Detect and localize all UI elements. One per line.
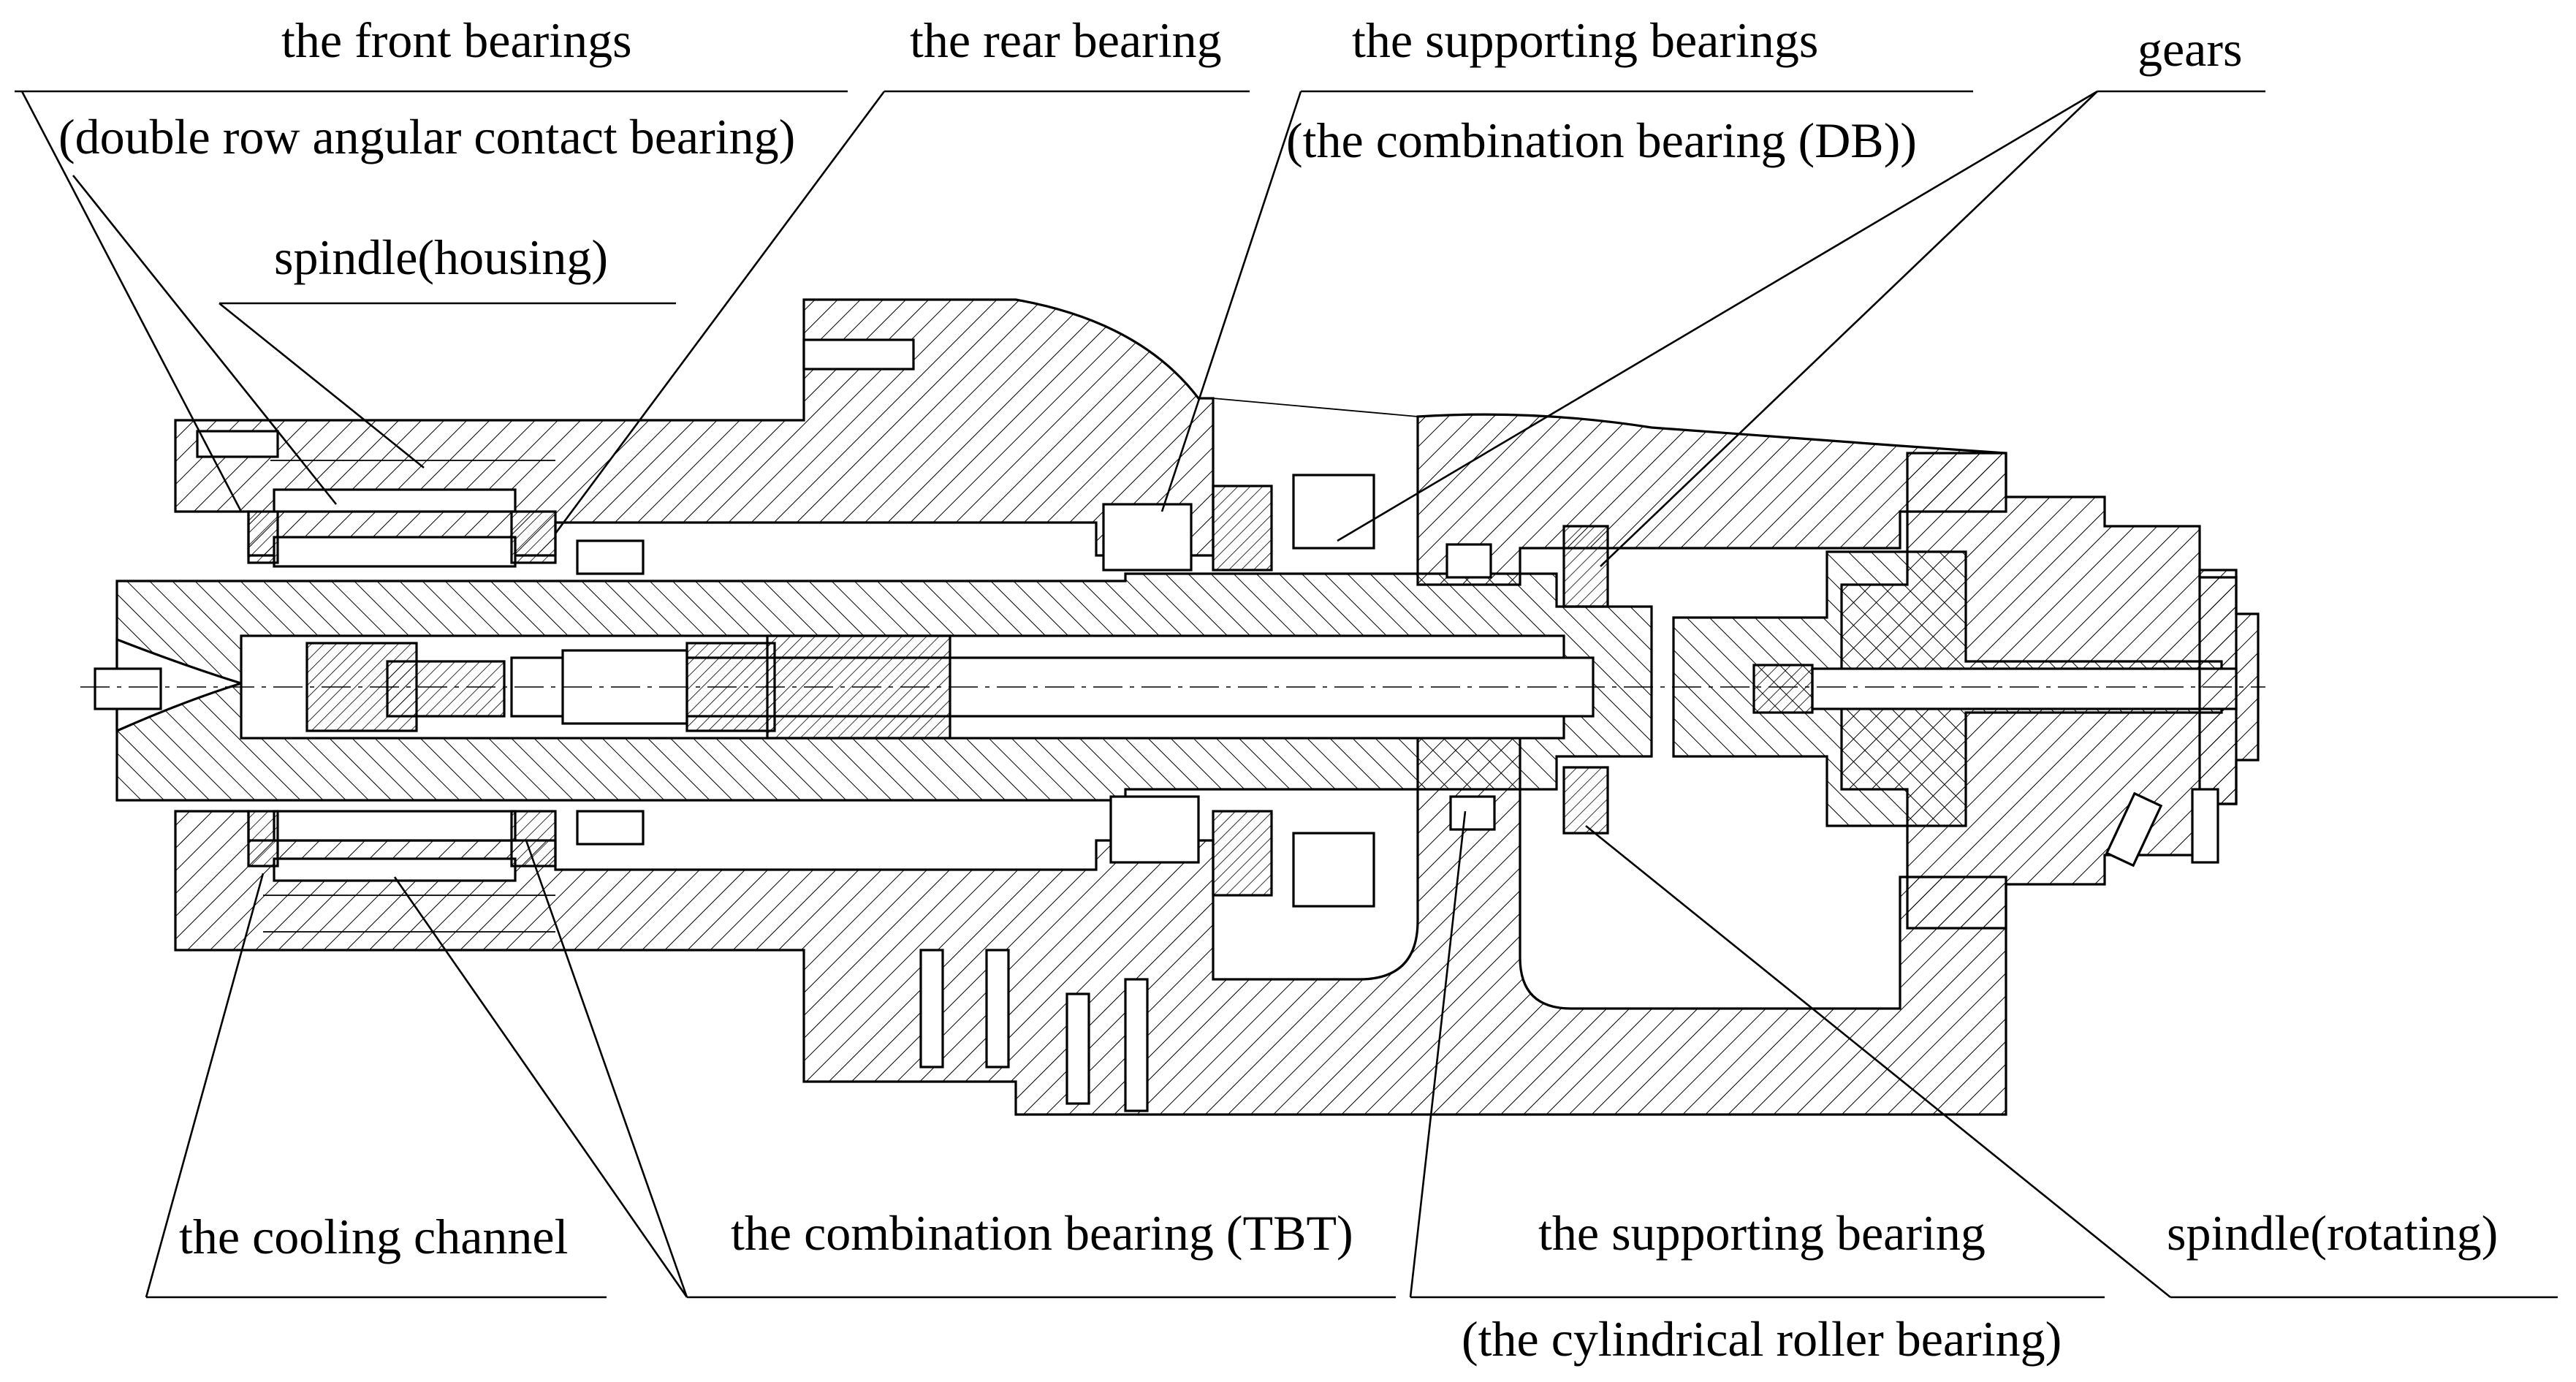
bracket-fitting: [2191, 788, 2219, 864]
cylindrical-roller-bearing-lower: [1449, 795, 1496, 831]
label-cooling-channel: the cooling channel: [179, 1209, 568, 1264]
label-rear-bearing: the rear bearing: [910, 12, 1222, 68]
label-combination-bearing-tbt: the combination bearing (TBT): [731, 1205, 1353, 1261]
cylindrical-roller-bearing-upper: [1445, 543, 1492, 579]
labels: the front bearings (double row angular c…: [58, 12, 2498, 1367]
angled-fitting: [2105, 791, 2163, 867]
cooling-channel: [263, 460, 555, 933]
label-front-bearings: the front bearings: [281, 12, 632, 68]
gear-lower: [1562, 766, 1609, 835]
label-supporting-bearings-detail: (the combination bearing (DB)): [1286, 113, 1917, 168]
label-supporting-bearing: the supporting bearing: [1538, 1205, 1986, 1261]
gear-upper: [1562, 525, 1609, 608]
front-bearings-upper: [247, 488, 557, 568]
rear-shaft-bore: [1811, 667, 2238, 710]
housing-profile-curve: [1212, 398, 1418, 417]
label-supporting-bearing-detail: (the cylindrical roller bearing): [1462, 1311, 2062, 1367]
rear-nut: [1752, 664, 1814, 714]
rear-bearing-upper: [576, 539, 645, 575]
label-front-bearings-detail: (double row angular contact bearing): [58, 109, 795, 164]
label-spindle-housing: spindle(housing): [274, 229, 608, 285]
front-bearings-lower: [247, 810, 557, 882]
oil-passages: [919, 949, 1149, 1112]
housing-upper-shell: [174, 298, 1215, 557]
front-bolt: [196, 430, 279, 458]
clamp-piece: [386, 660, 506, 718]
spindle-assembly-drawing: [80, 298, 2265, 1116]
label-supporting-bearings: the supporting bearings: [1352, 12, 1818, 68]
label-gears: gears: [2138, 21, 2242, 77]
rear-bearing-lower: [576, 810, 645, 846]
tool-bolt: [94, 667, 162, 710]
leader-lines: [15, 90, 2558, 1299]
label-spindle-rotating: spindle(rotating): [2167, 1205, 2498, 1261]
housing-bolt: [802, 338, 915, 371]
supporting-bearings-db: [1102, 474, 1375, 908]
